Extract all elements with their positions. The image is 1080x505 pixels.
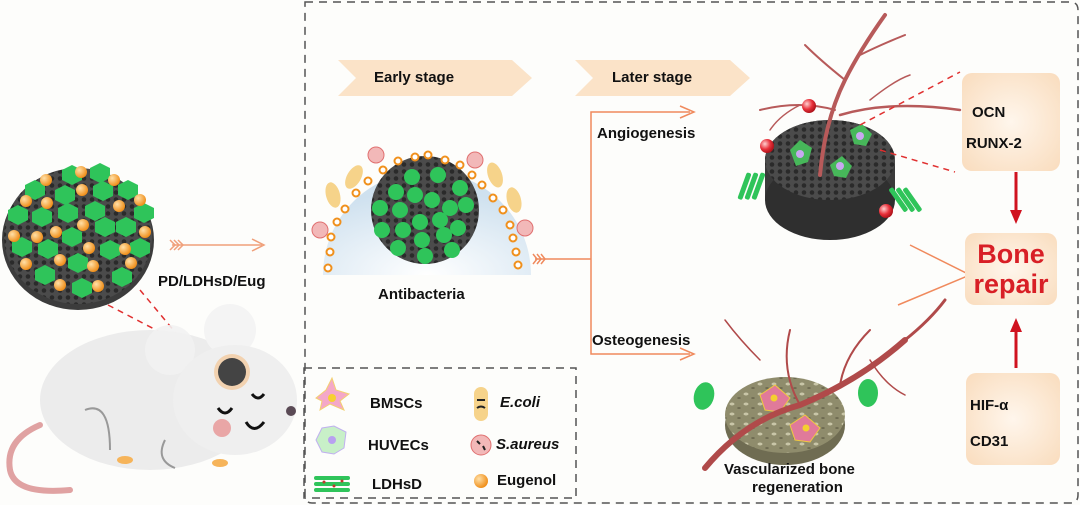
bone-repair-box: Bone repair [965, 233, 1057, 305]
main-dashed-frame [304, 1, 1079, 504]
legend-label-huvecs: HUVECs [368, 437, 429, 454]
later-stage-label: Later stage [612, 69, 693, 86]
bone-repair-line2: repair [973, 269, 1049, 299]
huvec-cell-icon [315, 425, 347, 455]
arrow-to-treatment [169, 238, 266, 252]
marker-ocn: OCN [972, 104, 1006, 121]
legend-label-bmscs: BMSCs [370, 395, 423, 412]
legend: BMSCs HUVECs LDHsD E.coli S.aureus Eugen… [304, 368, 576, 498]
regeneration-label-line1: Vascularized bone [724, 461, 855, 478]
marker-cd31: CD31 [970, 433, 1009, 450]
ldhsd-stacks-top [737, 172, 922, 212]
branch-arrows [532, 105, 972, 361]
early-stage-label: Early stage [374, 69, 455, 86]
early-stage-chevron [338, 60, 532, 96]
antibacteria-illustration [311, 146, 534, 275]
ldhsd-nanosheet-icon [314, 476, 350, 492]
s-aureus-bacterium-icon [470, 434, 492, 456]
scaffold-label: PD/LDHsD/Eug [158, 273, 266, 290]
legend-label-ldhsd: LDHsD [372, 476, 423, 493]
regeneration-label-line2: regeneration [752, 479, 843, 496]
legend-icons [314, 376, 492, 492]
eugenol-particle-icon [474, 474, 488, 488]
angiogenesis-scaffold [737, 13, 962, 240]
legend-label-s-aureus: S.aureus [496, 436, 560, 453]
later-stage-chevron [575, 60, 750, 96]
bone-repair-line1: Bone [977, 239, 1045, 269]
marker-hif-alpha: HIF-α [970, 397, 1009, 414]
antibacteria-label: Antibacteria [378, 286, 465, 303]
angiogenesis-label: Angiogenesis [597, 125, 696, 142]
bmsc-cell-icon [315, 376, 351, 412]
osteogenesis-scaffold [693, 298, 947, 471]
legend-label-e-coli: E.coli [500, 394, 541, 411]
osteogenic-markers-box: OCN RUNX-2 [962, 73, 1060, 171]
angiogenic-markers-box: HIF-α CD31 [966, 373, 1060, 465]
scaffold-top-view [2, 163, 154, 310]
osteogenesis-label: Osteogenesis [592, 332, 691, 349]
mouse-illustration [6, 304, 297, 494]
legend-label-eugenol: Eugenol [497, 472, 557, 489]
e-coli-bacterium-icon [474, 387, 488, 421]
legend-frame [303, 367, 577, 499]
marker-runx2: RUNX-2 [966, 135, 1022, 152]
